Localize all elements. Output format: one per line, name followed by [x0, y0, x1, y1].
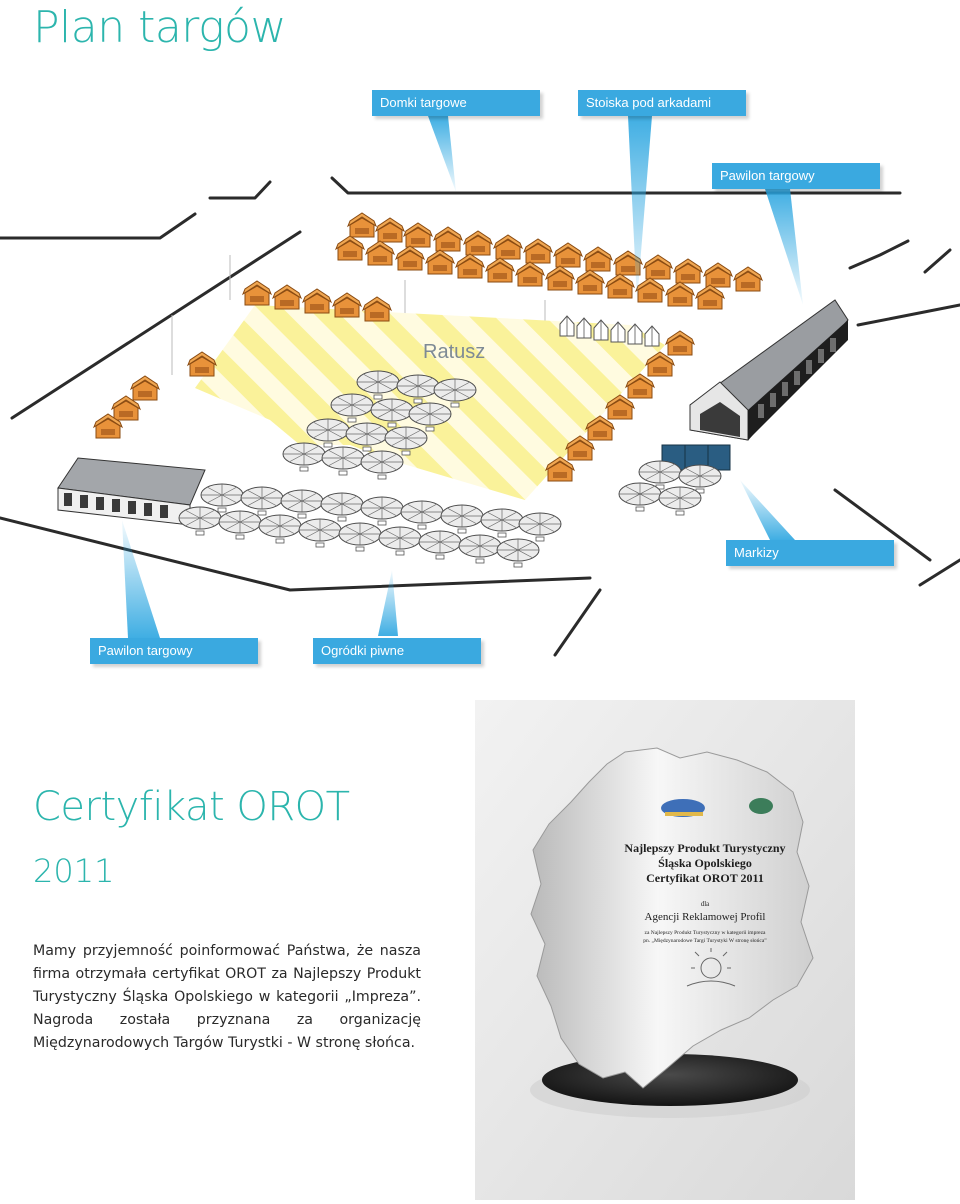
certificate-description: Mamy przyjemność poinformować Państwa, ż… [33, 943, 421, 1051]
svg-text:Certyfikat OROT 2011: Certyfikat OROT 2011 [646, 871, 764, 885]
certificate-year: 2011 [33, 852, 115, 890]
label-pointers [122, 116, 803, 638]
svg-text:Agencji Reklamowej Profil: Agencji Reklamowej Profil [645, 911, 766, 923]
label-ogrodki-piwne: Ogródki piwne [313, 638, 481, 664]
certificate-title: Certyfikat OROT [33, 784, 350, 830]
svg-text:dla: dla [701, 900, 710, 908]
pavilion-right [689, 299, 849, 441]
svg-text:Śląska Opolskiego: Śląska Opolskiego [658, 856, 752, 870]
label-markizy: Markizy [726, 540, 894, 566]
svg-text:za Najlepszy Produkt Turystycz: za Najlepszy Produkt Turystyczny w kateg… [645, 930, 767, 936]
sun-icon [686, 948, 736, 987]
label-domki-targowe: Domki targowe [372, 90, 540, 116]
svg-text:pn. „Międzynarodowe Targi Tury: pn. „Międzynarodowe Targi Turystyki W st… [643, 938, 767, 944]
label-stoiska-pod-arkadami: Stoiska pod arkadami [578, 90, 746, 116]
svg-text:Najlepszy Produkt Turystyczny: Najlepszy Produkt Turystyczny [624, 841, 785, 855]
town-hall-label: Ratusz [423, 341, 486, 363]
label-pawilon-targowy-bottom: Pawilon targowy [90, 638, 258, 664]
street-lines [0, 176, 960, 657]
trophy-map-shape [530, 747, 814, 1089]
trophy-photo: Najlepszy Produkt Turystyczny Śląska Opo… [475, 700, 855, 1200]
label-pawilon-targowy-top: Pawilon targowy [712, 163, 880, 189]
trophy-logos [661, 798, 773, 817]
page-title: Plan targów [33, 2, 286, 53]
pavilion-left [57, 457, 206, 526]
fair-map [0, 116, 960, 657]
